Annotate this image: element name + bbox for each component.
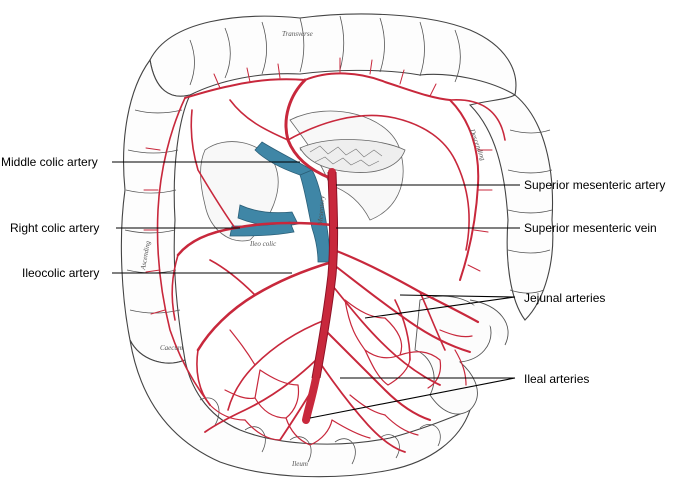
label-middle-colic-artery: Middle colic artery xyxy=(1,155,98,169)
label-superior-mesenteric-artery: Superior mesenteric artery xyxy=(524,178,666,192)
leader-ileal-2 xyxy=(309,377,516,419)
colon-haustra xyxy=(124,15,553,465)
engraving-ileum: Ileum xyxy=(291,460,308,468)
label-ileocolic-artery: Ileocolic artery xyxy=(22,266,100,280)
pancreas-texture xyxy=(299,139,406,173)
leader-jejunal-1 xyxy=(399,294,516,298)
engraving-mesentery: Mesentery xyxy=(316,195,327,227)
engraving-transverse: Transverse xyxy=(282,30,313,38)
leader-jejunal-2 xyxy=(364,296,516,319)
arterial-tree xyxy=(143,57,506,453)
label-jejunal-arteries: Jejunal arteries xyxy=(524,291,606,305)
sma-outline xyxy=(311,171,339,379)
label-ileal-arteries: Ileal arteries xyxy=(524,372,590,386)
leader-lines xyxy=(112,161,520,419)
label-superior-mesenteric-vein: Superior mesenteric vein xyxy=(524,221,657,235)
engraving-caecum: Caecum xyxy=(160,344,183,352)
engraving-ileo-colic: Ileo colic xyxy=(249,240,277,248)
label-right-colic-artery: Right colic artery xyxy=(10,221,100,235)
superior-mesenteric-vein-graphic xyxy=(229,141,331,263)
superior-mesenteric-artery-trunk xyxy=(302,168,338,424)
